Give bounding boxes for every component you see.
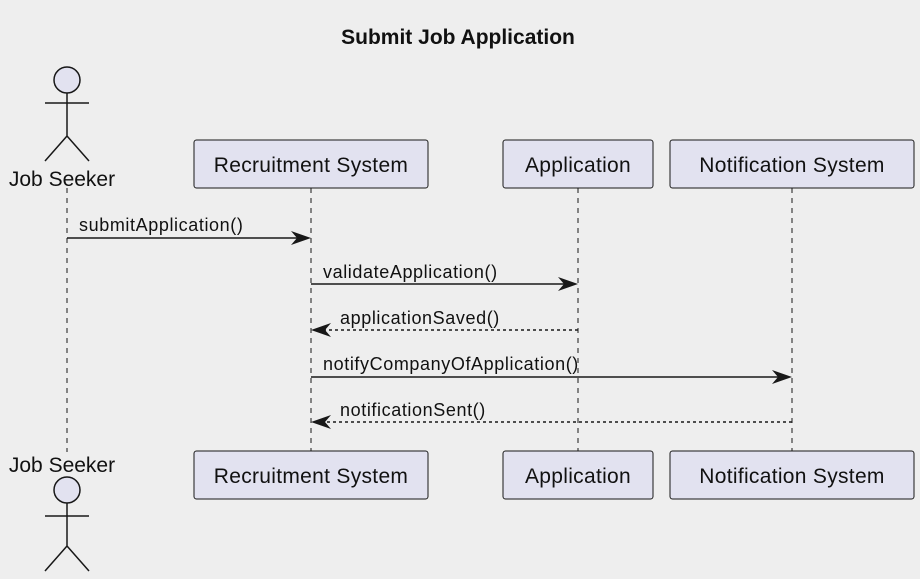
arrowhead-icon (311, 323, 331, 337)
participant-label: Application (525, 154, 631, 177)
participant-label: Recruitment System (214, 465, 408, 488)
actor-head-icon (53, 476, 81, 504)
message-notification-sent: notificationSent() (311, 400, 792, 429)
participant-recruitment-system-top: Recruitment System (193, 139, 429, 189)
message-submit-application: submitApplication() (67, 215, 311, 245)
arrowhead-icon (558, 277, 578, 291)
participant-label: Notification System (699, 154, 884, 177)
participant-label: Notification System (699, 465, 884, 488)
message-label: validateApplication() (323, 262, 498, 282)
actor-head-icon (53, 66, 81, 94)
participant-notification-system-top: Notification System (669, 139, 915, 189)
actor-job-seeker-bottom: Job Seeker (9, 454, 115, 572)
participant-recruitment-system-bottom: Recruitment System (193, 450, 429, 500)
actor-job-seeker-top: Job Seeker (9, 66, 115, 191)
arrowhead-icon (311, 415, 331, 429)
message-validate-application: validateApplication() (311, 262, 578, 291)
participant-label: Recruitment System (214, 154, 408, 177)
participant-label: Application (525, 465, 631, 488)
message-label: notifyCompanyOfApplication() (323, 354, 579, 374)
message-label: applicationSaved() (340, 308, 500, 328)
message-notify-company: notifyCompanyOfApplication() (311, 354, 792, 384)
arrowhead-icon (772, 370, 792, 384)
arrowhead-icon (291, 231, 311, 245)
actor-body-icon (44, 93, 90, 162)
message-application-saved: applicationSaved() (311, 308, 578, 337)
participant-application-bottom: Application (502, 450, 654, 500)
actor-body-icon (44, 503, 90, 572)
message-label: notificationSent() (340, 400, 486, 420)
participant-application-top: Application (502, 139, 654, 189)
message-label: submitApplication() (79, 215, 243, 235)
participant-notification-system-bottom: Notification System (669, 450, 915, 500)
actor-label-bottom: Job Seeker (9, 454, 115, 477)
actor-label-top: Job Seeker (9, 168, 115, 191)
diagram-title: Submit Job Application (341, 26, 575, 49)
